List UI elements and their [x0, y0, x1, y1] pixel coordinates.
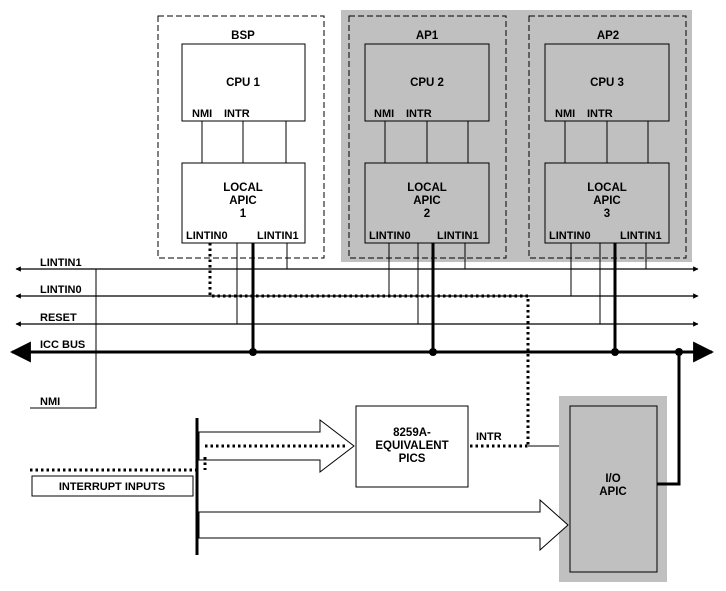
cpu3-label: CPU 3	[590, 77, 624, 89]
ap1-group-box	[348, 15, 507, 259]
reset-bus-label: RESET	[40, 312, 77, 324]
ioapic-icc-connection	[657, 352, 681, 486]
cpu1-nmi-pin: NMI	[192, 108, 212, 120]
dotted-intr-paths	[208, 243, 530, 448]
lintin1-bus-label: LINTIN1	[40, 257, 82, 269]
apic1-line2: APIC	[229, 195, 256, 207]
ioapic-line2: APIC	[599, 486, 626, 498]
pics-line1: 8259A-	[393, 427, 431, 439]
ioapic-input-arrow	[198, 498, 569, 552]
apic2-line2: APIC	[413, 195, 440, 207]
apic2-line1: LOCAL	[407, 182, 447, 194]
lintin0-bus-label: LINTIN0	[40, 284, 82, 296]
apic3-num: 3	[604, 208, 610, 220]
cpu3-box	[544, 43, 670, 122]
apic1-line1: LOCAL	[223, 182, 263, 194]
bsp-label: BSP	[231, 30, 255, 42]
cpu2-box	[364, 43, 490, 122]
pics-line3: PICS	[399, 453, 426, 465]
apic3-box	[544, 162, 670, 244]
icc-bus-label: ICC BUS	[40, 339, 85, 351]
ap2-label: AP2	[597, 30, 619, 42]
apic1-lintin0-pin: LINTIN0	[186, 230, 228, 242]
apic2-lintin0-pin: LINTIN0	[369, 230, 411, 242]
nmi-line	[30, 269, 97, 409]
ap2-group-box	[528, 15, 687, 259]
nmi-line-label: NMI	[40, 396, 60, 408]
cpu2-label: CPU 2	[410, 77, 444, 89]
interrupt-inputs-box	[31, 475, 194, 497]
cpu2-nmi-pin: NMI	[374, 108, 394, 120]
apic3-lintin0-pin: LINTIN0	[549, 230, 591, 242]
apic3-lintin1-pin: LINTIN1	[620, 230, 662, 242]
apic2-box	[364, 162, 490, 244]
apic3-line2: APIC	[593, 195, 620, 207]
bus-lines	[9, 266, 715, 363]
apic2-lintin1-pin: LINTIN1	[437, 230, 479, 242]
ioapic-box	[569, 405, 658, 573]
apic1-num: 1	[240, 208, 247, 220]
cpu2-intr-pin: INTR	[406, 108, 432, 120]
cpu3-intr-pin: INTR	[587, 108, 613, 120]
cpu3-nmi-pin: NMI	[555, 108, 575, 120]
apic1-box	[181, 162, 306, 244]
interrupt-inputs-label: INTERRUPT INPUTS	[59, 481, 165, 493]
apic1-lintin1-pin: LINTIN1	[257, 230, 299, 242]
apic3-line1: LOCAL	[587, 182, 627, 194]
cpu1-intr-pin: INTR	[224, 108, 250, 120]
ap1-label: AP1	[416, 30, 439, 42]
pics-box	[355, 405, 469, 488]
cpu1-label: CPU 1	[226, 77, 260, 89]
icc-junction-dots	[249, 348, 683, 356]
pics-input-dots	[203, 444, 346, 470]
cpu-apic-connectors	[201, 121, 649, 163]
ioapic-line1: I/O	[605, 473, 620, 485]
apic2-num: 2	[424, 208, 430, 220]
pics-line2: EQUIVALENT	[375, 440, 448, 452]
apic-bus-connections	[236, 243, 647, 324]
pics-intr-label: INTR	[476, 431, 502, 443]
